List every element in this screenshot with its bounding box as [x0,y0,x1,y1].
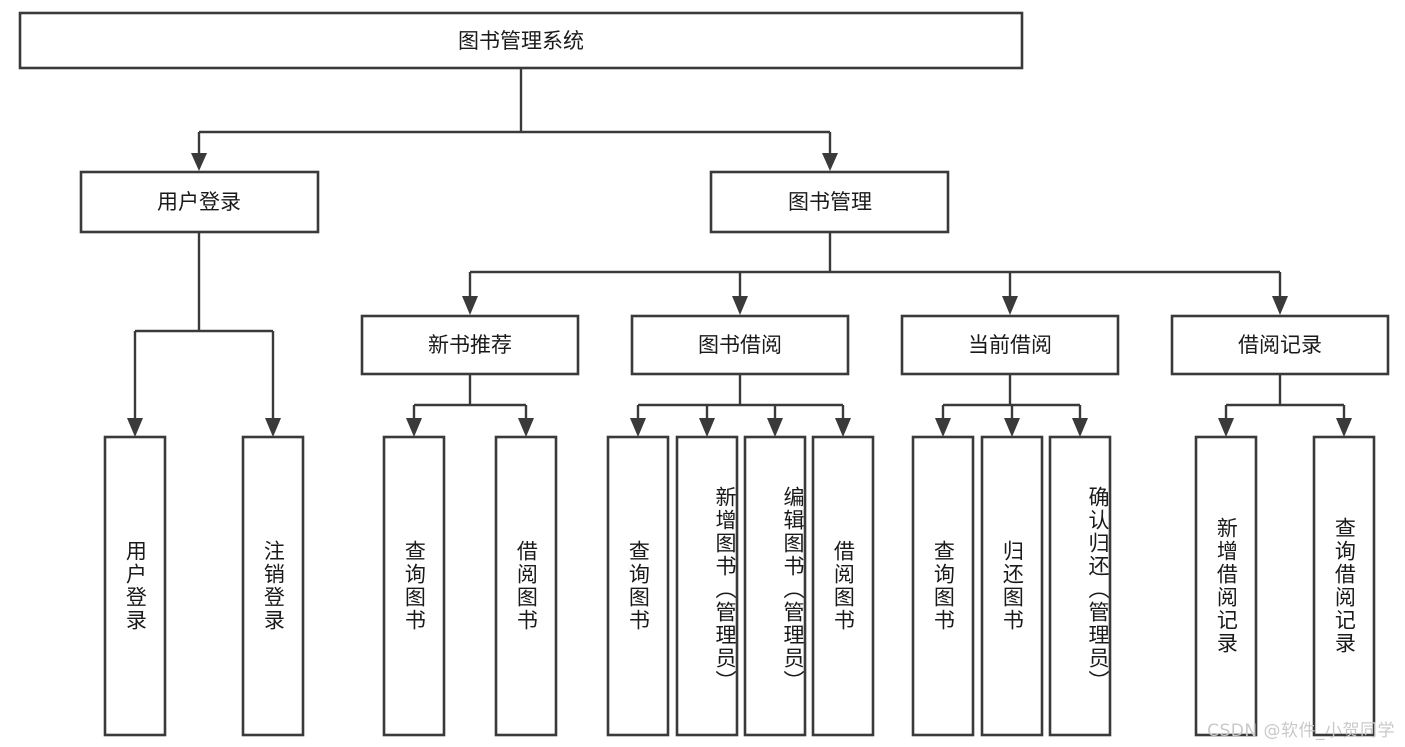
arrowhead-book-manage [822,153,838,171]
arrowhead-newbook-leaf1 [406,418,422,437]
connector-group [127,68,1352,437]
node-book-borrow-box[interactable] [630,314,850,376]
leaf-box-current-borrow-1[interactable] [911,435,975,737]
arrowhead-bookborrow-leaf2 [699,418,715,437]
leaf-box-user-login-1[interactable] [103,435,167,737]
arrowhead-currentborrow-leaf2 [1004,418,1020,437]
node-user-login[interactable]: 用户登录 [79,170,320,234]
node-current-borrow-box[interactable] [900,314,1120,376]
node-borrow-record[interactable]: 借阅记录 [1170,314,1390,376]
arrowhead-borrow-record [1272,296,1288,315]
node-book-manage[interactable]: 图书管理 [709,170,950,234]
csdn-watermark: CSDN @软件_小贺同学 [1207,721,1395,741]
arrowhead-bookborrow-leaf3 [767,418,783,437]
arrowhead-new-book [462,296,478,315]
leaf-box-book-borrow-3[interactable] [743,435,807,737]
leaf-box-current-borrow-3[interactable] [1048,435,1112,737]
leaf-box-book-borrow-4[interactable] [811,435,875,737]
arrowhead-current-borrow [1002,296,1018,315]
node-user-login-label: 用户登录 [157,190,241,214]
arrowhead-newbook-leaf2 [518,418,534,437]
node-root-box[interactable] [18,11,1024,70]
arrowhead-book-borrow [732,296,748,315]
leaf-box-new-book-1[interactable] [382,435,446,737]
leaf-box-borrow-record-1[interactable] [1194,435,1258,737]
leaf-box-borrow-record-2[interactable] [1312,435,1376,737]
node-book-borrow[interactable]: 图书借阅 [630,314,850,376]
node-book-manage-label: 图书管理 [788,190,872,214]
node-user-login-box[interactable] [79,170,320,234]
node-borrow-record-box[interactable] [1170,314,1390,376]
arrowhead-currentborrow-leaf1 [935,418,951,437]
node-current-borrow[interactable]: 当前借阅 [900,314,1120,376]
node-new-book-recommend[interactable]: 新书推荐 [360,314,580,376]
arrowhead-borrowrecord-leaf1 [1218,418,1234,437]
arrowhead-bookborrow-leaf1 [630,418,646,437]
node-book-borrow-label: 图书借阅 [698,333,782,357]
node-new-book-recommend-box[interactable] [360,314,580,376]
leaf-box-book-borrow-1[interactable] [606,435,670,737]
node-root[interactable]: 图书管理系统 [18,11,1024,70]
node-new-book-recommend-label: 新书推荐 [428,333,512,357]
leaf-box-book-borrow-2[interactable] [675,435,739,737]
leaf-box-user-login-2[interactable] [241,435,305,737]
leaf-box-group [103,435,1376,737]
arrowhead-bookborrow-leaf4 [835,418,851,437]
arrowhead-user-login [191,153,207,171]
leaf-box-current-borrow-2[interactable] [980,435,1044,737]
arrowhead-borrowrecord-leaf2 [1336,418,1352,437]
arrowhead-currentborrow-leaf3 [1072,418,1088,437]
node-root-label: 图书管理系统 [458,29,584,53]
arrowhead-userlogin-leaf1 [127,418,143,437]
node-book-manage-box[interactable] [709,170,950,234]
leaf-box-new-book-2[interactable] [494,435,558,737]
arrowhead-userlogin-leaf2 [265,418,281,437]
node-borrow-record-label: 借阅记录 [1238,333,1322,357]
node-current-borrow-label: 当前借阅 [968,333,1052,357]
